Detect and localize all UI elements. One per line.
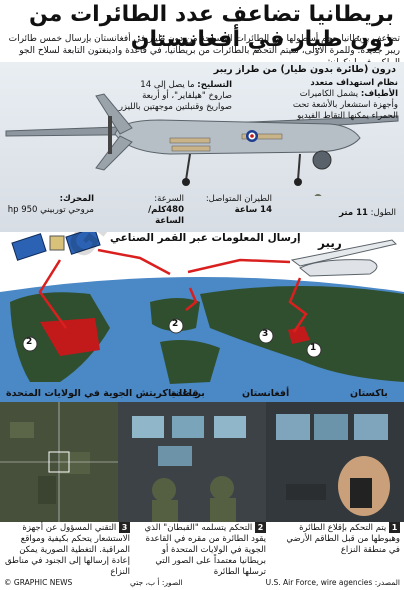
marker-2-usa: 2 [26, 337, 33, 347]
satellite-icon [11, 232, 101, 261]
caption-2-number: 2 [255, 522, 266, 533]
reaper-drone-illustration [5, 93, 399, 196]
caption-3-number: 3 [119, 522, 130, 533]
uk-label: بريطانيا [168, 388, 205, 399]
caption-1-number: 1 [389, 522, 400, 533]
targeting-text: يشمل الكاميرات وأجهزة استشعار بالأشعة تح… [292, 89, 398, 121]
armament-title: التسليح: [197, 80, 232, 90]
afghanistan-label: أفغانستان [242, 388, 290, 399]
caption-1: 1 يتم التحكم بإقلاع الطائرة وهبوطها من ق… [274, 522, 400, 556]
length-value: 11 متر [339, 208, 368, 218]
reaper-label: ريبر [318, 236, 342, 250]
armament-callout: التسليح: ما يصل إلى 14 صاروخ "هيلفاير"، … [116, 80, 232, 113]
speed-callout: السرعة: 480كلم/الساعة [122, 194, 184, 227]
page-title: بريطانيا تضاعف عدد الطائرات من دون طيار … [29, 2, 394, 52]
caption-1-text: يتم التحكم بإقلاع الطائرة وهبوطها من قبل… [286, 523, 400, 555]
targeting-callout: نظام استهداف متعدد الأطياف: يشمل الكامير… [292, 78, 398, 122]
engine-text: مروحي توربيني 950 hp [7, 205, 94, 215]
caption-2-text: التحكم يتسلمه "القبطان" الذي يقود الطائر… [144, 523, 266, 577]
captions-row: 1 يتم التحكم بإقلاع الطائرة وهبوطها من ق… [0, 520, 404, 577]
length-label: الطول: [370, 208, 396, 218]
copyright: © GRAPHIC NEWS [4, 578, 73, 587]
engine-title: المحرك: [59, 194, 94, 204]
armament-text: ما يصل إلى 14 صاروخ "هيلفاير"، أو أربعة … [118, 80, 232, 112]
caption-3: 3 التقني المسؤول عن أجهزة الاستشعار يتحك… [4, 522, 130, 578]
reaper-small-icon [290, 239, 397, 277]
source: المصدر: U.S. Air Force, wire agencies [265, 578, 400, 587]
footer: © GRAPHIC NEWS الصور: أ ب، جتي المصدر: U… [0, 576, 404, 590]
marker-2-uk: 2 [172, 319, 179, 329]
satellite-label: إرسال المعلومات عبر القمر الصناعي [110, 232, 301, 244]
drone-heading: درون (طائرة بدون طيار) من طراز ريبر [213, 64, 396, 75]
world-map [0, 232, 404, 402]
marker-3: 3 [262, 329, 269, 339]
caption-3-text: التقني المسؤول عن أجهزة الاستشعار يتحكم … [5, 523, 130, 577]
targeting-title: نظام استهداف متعدد الأطياف: [310, 78, 398, 99]
speed-label: السرعة: [154, 194, 184, 204]
photo-strip [0, 402, 404, 522]
marker-1: 1 [310, 343, 317, 353]
ground-crew-joystick-photo [266, 402, 404, 522]
endurance-value: 14 ساعة [234, 205, 272, 215]
usa-base-label: قاعدة كريتش الجوية في الولايات المتحدة [6, 388, 199, 399]
drone-specs-panel: درون (طائرة بدون طيار) من طراز ريبر نظام… [0, 62, 404, 232]
surveillance-image [0, 402, 118, 522]
engine-callout: المحرك: مروحي توربيني 950 hp [4, 194, 94, 216]
world-map-panel: إرسال المعلومات عبر القمر الصناعي ريبر 2… [0, 232, 404, 402]
endurance-callout: الطيران المتواصل: 14 ساعة [196, 194, 272, 216]
caption-2: 2 التحكم يتسلمه "القبطان" الذي يقود الطا… [136, 522, 266, 578]
pilot-control-room-photo [118, 402, 266, 522]
endurance-label: الطيران المتواصل: [205, 194, 272, 204]
photo-credit: الصور: أ ب، جتي [130, 578, 183, 587]
speed-value: 480كلم/الساعة [148, 205, 184, 226]
pakistan-label: باكستان [350, 388, 388, 399]
length-callout: الطول: 11 متر [326, 208, 396, 219]
